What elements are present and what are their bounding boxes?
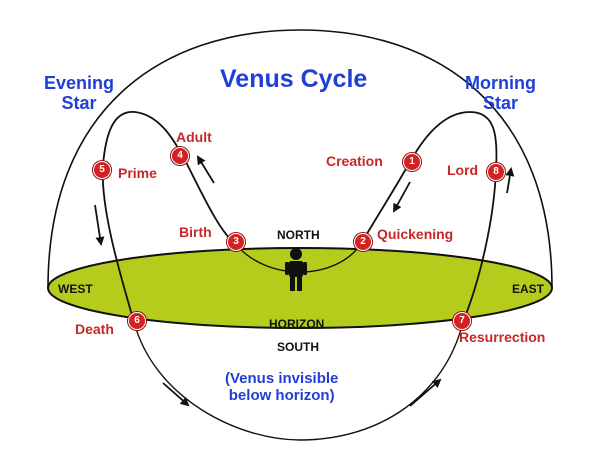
morning-star-label: Morning Star — [465, 73, 536, 114]
arrow-lord-up — [505, 167, 515, 194]
celestial-dome — [47, 29, 553, 289]
stage-badge-2: 2 — [354, 233, 372, 251]
stage-label-resurrection: Resurrection — [459, 329, 546, 345]
stage-badge-6: 6 — [128, 312, 146, 330]
south-label: SOUTH — [277, 340, 319, 354]
stage-badge-1: 1 — [403, 153, 421, 171]
evening-star-line-2: Star — [61, 92, 97, 113]
stage-badge-8: 8 — [487, 163, 505, 181]
stage-badge-4: 4 — [171, 147, 189, 165]
arrow-creation-down — [393, 181, 411, 213]
west-label: WEST — [58, 282, 93, 296]
invisible-note: (Venus invisible below horizon) — [225, 370, 339, 404]
horizon-label: HORIZON — [269, 317, 325, 331]
stage-label-birth: Birth — [179, 224, 212, 240]
stage-label-prime: Prime — [118, 165, 157, 181]
morning-star-line-1: Morning — [465, 73, 536, 93]
arrow-below-left — [162, 382, 190, 407]
stage-label-creation: Creation — [326, 153, 383, 169]
evening-star-path — [101, 111, 237, 323]
stage-badge-3: 3 — [227, 233, 245, 251]
north-label: NORTH — [277, 228, 320, 242]
stage-label-death: Death — [75, 321, 114, 337]
invisible-note-line-1: (Venus invisible — [225, 370, 339, 387]
stage-label-adult: Adult — [176, 129, 212, 145]
morning-star-line-2: Star — [482, 92, 518, 113]
arrow-below-right — [409, 378, 442, 407]
evening-star-label: Evening Star — [44, 73, 115, 114]
invisible-note-line-2: below horizon) — [228, 386, 335, 404]
arrow-adult-up — [196, 155, 215, 184]
morning-star-path — [361, 111, 498, 323]
stage-label-lord: Lord — [447, 162, 479, 178]
stage-badge-5: 5 — [93, 161, 111, 179]
evening-star-line-1: Evening — [44, 73, 115, 93]
east-label: EAST — [512, 282, 545, 296]
diagram-title: Venus Cycle — [220, 65, 368, 93]
stage-label-quickening: Quickening — [377, 226, 454, 242]
observer-figure — [285, 248, 307, 291]
arrow-prime-down — [94, 204, 105, 246]
stage-badge-7: 7 — [453, 312, 471, 330]
